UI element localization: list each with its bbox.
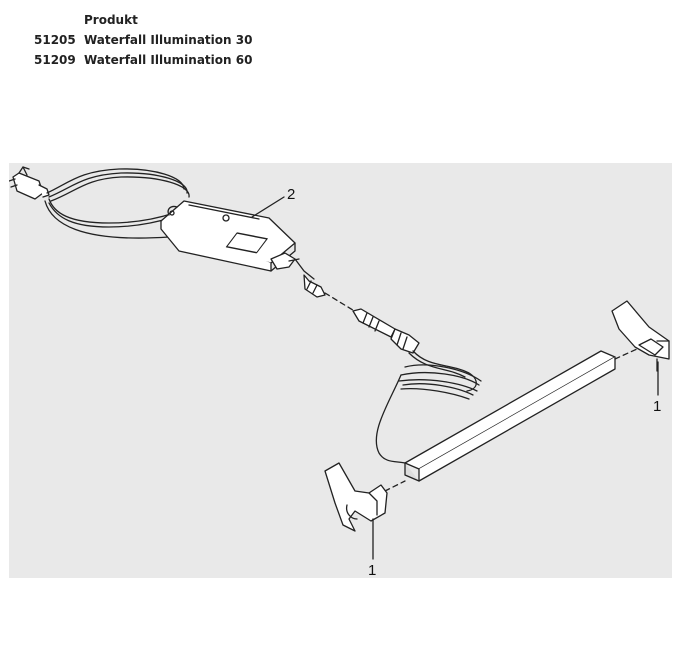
callout-transformer: 2 xyxy=(287,186,295,203)
product-number: 51205 xyxy=(34,33,76,47)
led-cable xyxy=(375,350,482,464)
product-column-title: Produkt xyxy=(84,13,138,27)
assembly-figure: 2 1 1 xyxy=(9,163,672,578)
product-name: Waterfall Illumination 60 xyxy=(84,53,253,67)
led-connector-icon xyxy=(352,308,420,354)
callout-bracket-right: 1 xyxy=(653,398,661,415)
mounting-bracket-left-icon xyxy=(324,462,388,532)
product-header: Produkt 51205 Waterfall Illumination 30 … xyxy=(34,10,252,70)
output-connector-icon xyxy=(294,258,326,298)
callout-bracket-left: 1 xyxy=(368,562,376,578)
mains-plug-icon xyxy=(9,166,50,200)
product-number: 51209 xyxy=(34,53,76,67)
mounting-bracket-right-icon xyxy=(611,300,670,372)
power-cable-coil xyxy=(44,168,190,239)
product-row: 51209 Waterfall Illumination 60 xyxy=(34,50,252,70)
product-row: 51205 Waterfall Illumination 30 xyxy=(34,30,252,50)
callout-leader xyxy=(251,196,285,218)
product-name: Waterfall Illumination 30 xyxy=(84,33,253,47)
assembly-drawing: 2 1 1 xyxy=(9,166,670,578)
led-light-bar-icon xyxy=(404,350,616,482)
transformer-icon xyxy=(160,200,300,272)
